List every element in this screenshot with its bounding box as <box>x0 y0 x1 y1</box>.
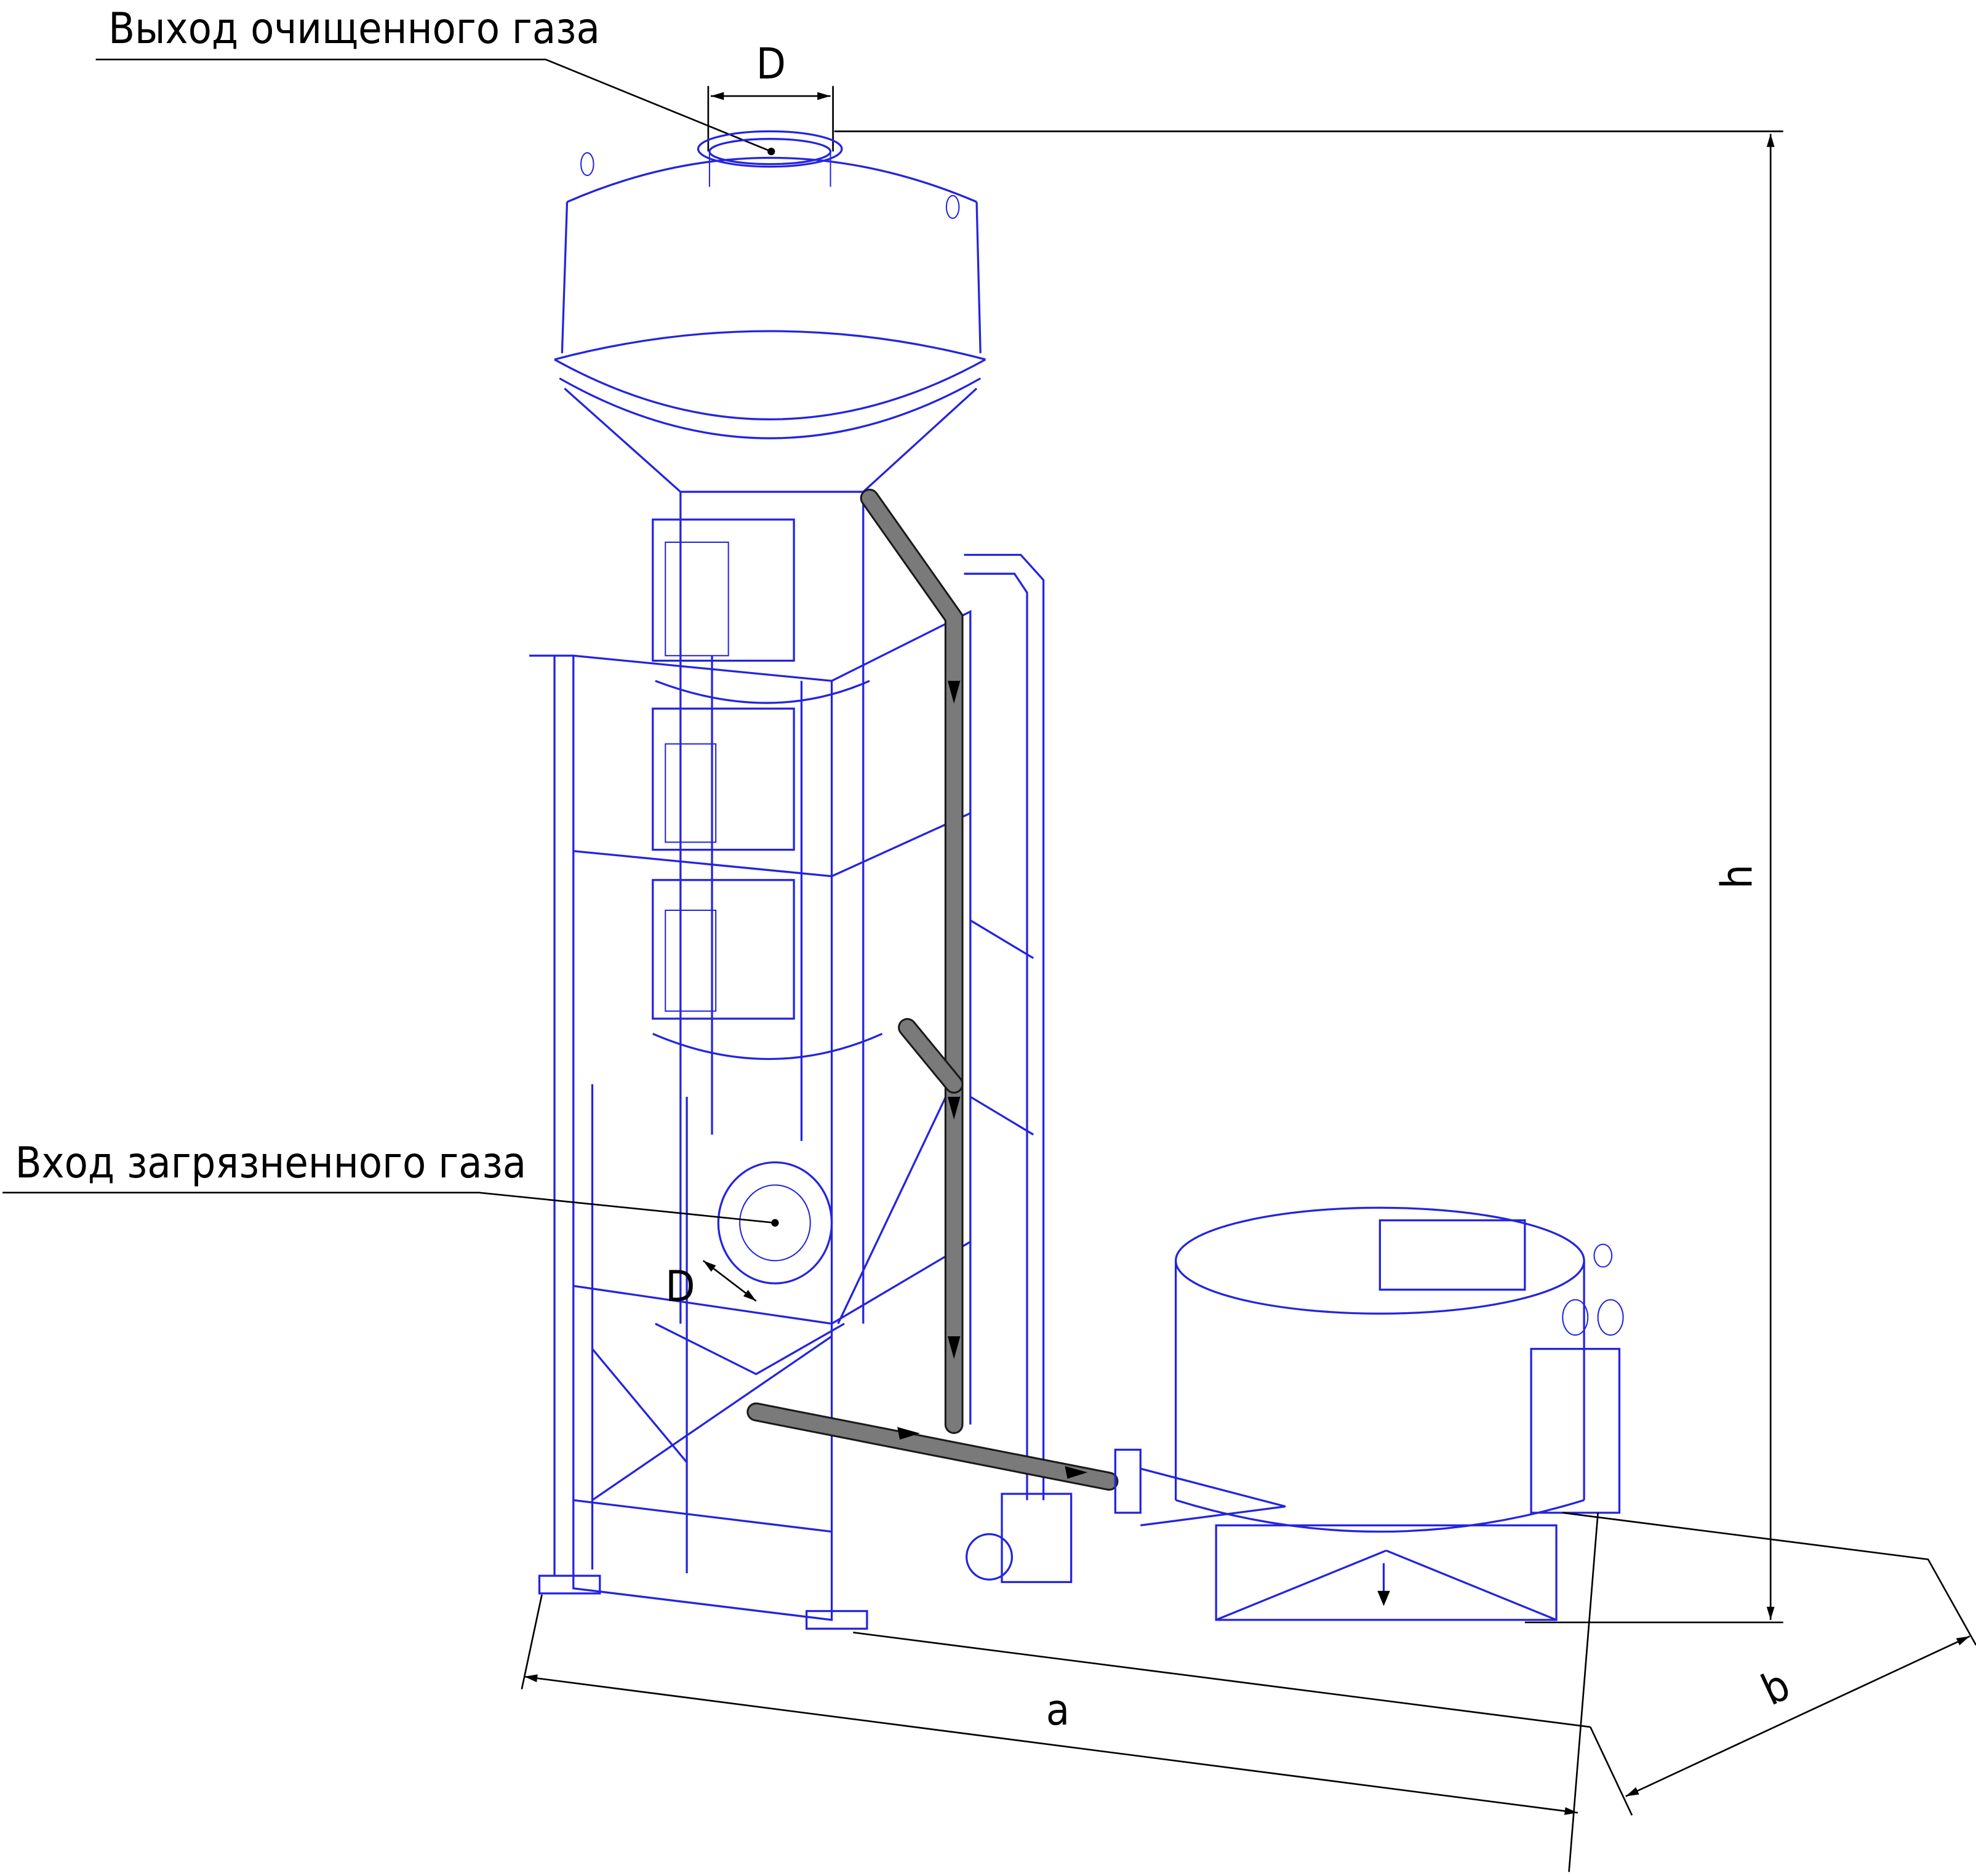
inlet-label: Вход загрязненного газа <box>15 1138 527 1188</box>
base-edge-line <box>853 1632 1591 1728</box>
height-label: h <box>1712 864 1762 889</box>
support-frame <box>529 609 972 1630</box>
gas-flow-path <box>746 488 1286 1526</box>
outlet-diameter-label: D <box>756 39 786 89</box>
upper-vessel <box>554 130 986 493</box>
width-ext-left <box>1590 1726 1633 1816</box>
width-ext-right <box>1562 1512 1976 1646</box>
length-ext-right <box>1568 1512 1599 1872</box>
inlet-diameter-label: D <box>665 1262 695 1312</box>
length-label: a <box>1046 1685 1070 1735</box>
tank <box>1174 1206 1624 1621</box>
outlet-leader-line <box>95 58 772 153</box>
return-pipe <box>964 553 1045 1501</box>
inlet-flange <box>717 1161 833 1285</box>
column-body <box>652 492 883 1376</box>
outlet-label: Выход очищенного газа <box>108 4 600 54</box>
width-dim-line <box>1625 1635 1970 1797</box>
inlet-leader-line <box>2 1192 775 1224</box>
length-dim-line <box>524 1674 1578 1815</box>
inlet-dim-line <box>702 1260 757 1302</box>
pump <box>966 1493 1073 1584</box>
length-ext-left <box>521 1594 543 1690</box>
width-label: b <box>1754 1660 1797 1715</box>
